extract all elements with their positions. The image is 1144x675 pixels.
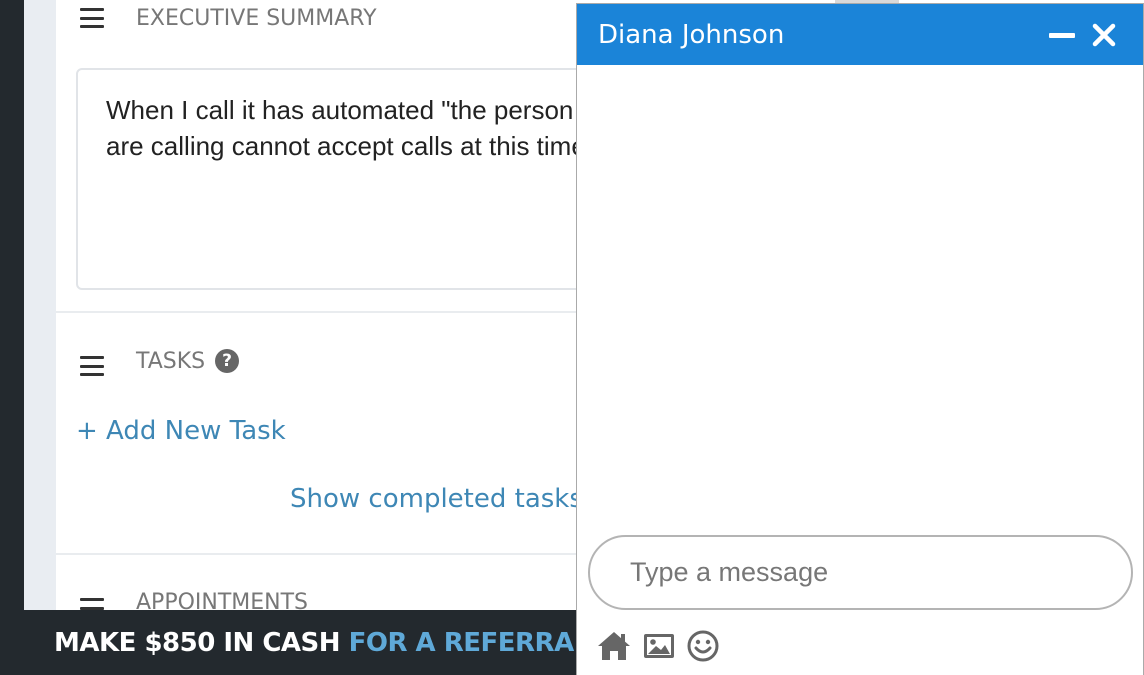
background-element xyxy=(835,0,899,4)
message-input[interactable] xyxy=(588,535,1133,610)
show-completed-tasks-link[interactable]: Show completed tasks xyxy=(290,484,609,514)
chat-messages-area xyxy=(577,65,1143,531)
summary-textbox[interactable]: When I call it has automated "the person… xyxy=(76,68,636,290)
referral-promo-bar[interactable]: MAKE $850 IN CASH FOR A REFERRAL xyxy=(24,610,590,675)
drag-handle-appointments-icon[interactable] xyxy=(80,598,104,610)
summary-section-title: EXECUTIVE SUMMARY xyxy=(136,6,377,31)
home-icon[interactable] xyxy=(596,629,632,663)
chat-header[interactable]: Diana Johnson xyxy=(577,4,1143,65)
chat-contact-name: Diana Johnson xyxy=(598,20,785,50)
chat-window: Diana Johnson xyxy=(576,3,1144,675)
minimize-icon[interactable] xyxy=(1049,24,1075,46)
tasks-section-title: TASKS xyxy=(136,349,206,374)
drag-handle-tasks-icon[interactable] xyxy=(80,356,104,376)
promo-text-part1: MAKE $850 IN CASH xyxy=(54,628,341,658)
add-new-task-link[interactable]: + Add New Task xyxy=(76,416,286,446)
image-icon[interactable] xyxy=(641,629,677,663)
left-side-strip xyxy=(24,0,56,610)
close-icon[interactable] xyxy=(1091,22,1117,48)
question-circle-icon[interactable]: ? xyxy=(215,349,239,373)
promo-text-part2: FOR A REFERRAL xyxy=(348,628,591,658)
emoji-icon[interactable] xyxy=(685,629,721,663)
show-completed-label: Show completed tasks xyxy=(290,484,583,514)
appointments-section-title: APPOINTMENTS xyxy=(136,590,309,610)
promo-text: MAKE $850 IN CASH FOR A REFERRAL xyxy=(54,628,590,658)
summary-text: When I call it has automated "the person… xyxy=(106,95,623,161)
drag-handle-summary-icon[interactable] xyxy=(80,8,104,28)
